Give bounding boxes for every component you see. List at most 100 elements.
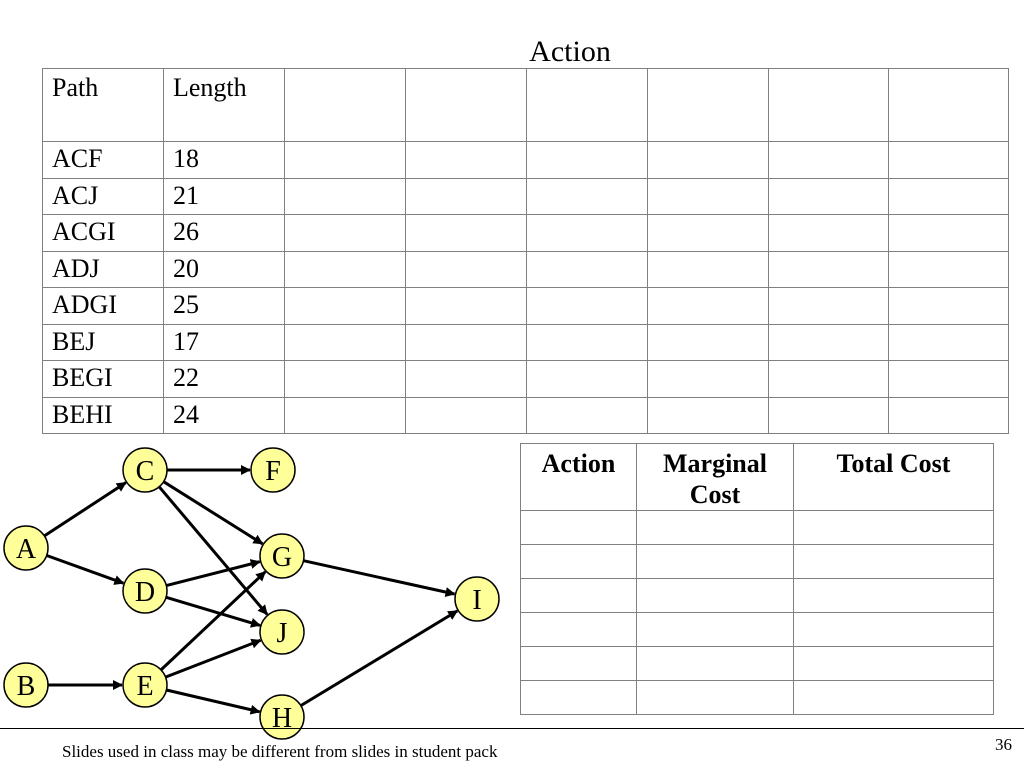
- empty-cell: [405, 360, 527, 398]
- node-circle: [122, 662, 168, 708]
- edge-a-d: [46, 554, 125, 585]
- length-cell: 20: [163, 250, 285, 288]
- empty-cell: [768, 396, 889, 434]
- empty-cell: [793, 544, 994, 579]
- empty-cell: [526, 250, 648, 288]
- header-action-3: [526, 68, 648, 142]
- edge-a-c: [43, 481, 127, 538]
- length-cell: 18: [163, 141, 285, 179]
- empty-cell: [526, 141, 648, 179]
- length-cell: 21: [163, 177, 285, 215]
- action-table-header-row: Action Marginal Cost Total Cost: [520, 443, 994, 511]
- empty-cell: [405, 250, 527, 288]
- empty-cell: [526, 360, 648, 398]
- node-label: F: [265, 456, 281, 487]
- node-circle: [122, 447, 168, 493]
- empty-cell: [888, 250, 1009, 288]
- empty-cell: [793, 578, 994, 613]
- length-cell: 24: [163, 396, 285, 434]
- page-number: 36: [995, 735, 1012, 754]
- node-circle: [250, 447, 296, 493]
- empty-cell: [888, 177, 1009, 215]
- node-label: G: [272, 542, 292, 573]
- empty-cell: [888, 360, 1009, 398]
- empty-cell: [284, 396, 406, 434]
- table-row: ADJ 20: [42, 250, 1009, 288]
- edge-g-i: [303, 559, 456, 597]
- node-h: H: [259, 694, 305, 740]
- empty-cell: [647, 360, 769, 398]
- empty-cell: [284, 287, 406, 325]
- header-action-2: [405, 68, 527, 142]
- node-label: J: [277, 618, 288, 649]
- footer-divider: [0, 728, 1024, 729]
- empty-cell: [526, 323, 648, 361]
- table-row: [520, 646, 994, 681]
- empty-cell: [636, 578, 794, 613]
- empty-cell: [284, 141, 406, 179]
- empty-cell: [526, 287, 648, 325]
- empty-cell: [768, 250, 889, 288]
- empty-cell: [636, 510, 794, 545]
- header-action-6: [888, 68, 1009, 142]
- empty-cell: [520, 646, 637, 681]
- path-table-header-row: Path Length: [42, 68, 1009, 142]
- table-row: BEJ 17: [42, 323, 1009, 361]
- header-action-5: [768, 68, 889, 142]
- empty-cell: [520, 544, 637, 579]
- empty-cell: [793, 612, 994, 647]
- path-cell: ACF: [42, 141, 164, 179]
- empty-cell: [405, 141, 527, 179]
- empty-cell: [768, 214, 889, 252]
- empty-cell: [405, 287, 527, 325]
- node-circle: [122, 568, 168, 614]
- edge-h-i: [300, 609, 459, 707]
- table-row: ACF 18: [42, 141, 1009, 179]
- empty-cell: [768, 287, 889, 325]
- empty-cell: [636, 612, 794, 647]
- empty-cell: [636, 544, 794, 579]
- node-label: A: [16, 534, 37, 565]
- empty-cell: [284, 177, 406, 215]
- node-label: C: [136, 456, 155, 487]
- length-cell: 25: [163, 287, 285, 325]
- footer-note: Slides used in class may be different fr…: [62, 742, 498, 761]
- path-cell: ACGI: [42, 214, 164, 252]
- empty-cell: [768, 141, 889, 179]
- table-row: [520, 612, 994, 647]
- edge-d-j: [165, 595, 261, 628]
- empty-cell: [405, 396, 527, 434]
- node-label: B: [17, 671, 36, 702]
- empty-cell: [647, 250, 769, 288]
- empty-cell: [888, 214, 1009, 252]
- empty-cell: [636, 646, 794, 681]
- empty-cell: [888, 323, 1009, 361]
- table-row: [520, 544, 994, 579]
- action-cost-table: Action Marginal Cost Total Cost: [520, 443, 994, 715]
- table-row: [520, 578, 994, 613]
- table-row: [520, 680, 994, 715]
- empty-cell: [405, 177, 527, 215]
- table-row: ADGI 25: [42, 287, 1009, 325]
- empty-cell: [793, 510, 994, 545]
- empty-cell: [526, 396, 648, 434]
- empty-cell: [888, 141, 1009, 179]
- path-cell: BEGI: [42, 360, 164, 398]
- table-row: BEHI 24: [42, 396, 1009, 434]
- path-length-table: Path Length ACF 18 ACJ 21 ACGI: [42, 68, 1009, 434]
- node-a: A: [3, 525, 49, 571]
- node-c: C: [122, 447, 168, 493]
- node-j: J: [259, 609, 305, 655]
- node-d: D: [122, 568, 168, 614]
- table-row: ACJ 21: [42, 177, 1009, 215]
- empty-cell: [647, 177, 769, 215]
- header-path: Path: [42, 68, 164, 142]
- node-circle: [259, 533, 305, 579]
- path-cell: ADJ: [42, 250, 164, 288]
- edge-e-h: [166, 688, 261, 715]
- node-label: H: [272, 703, 292, 734]
- header-action: Action: [520, 443, 637, 511]
- empty-cell: [526, 214, 648, 252]
